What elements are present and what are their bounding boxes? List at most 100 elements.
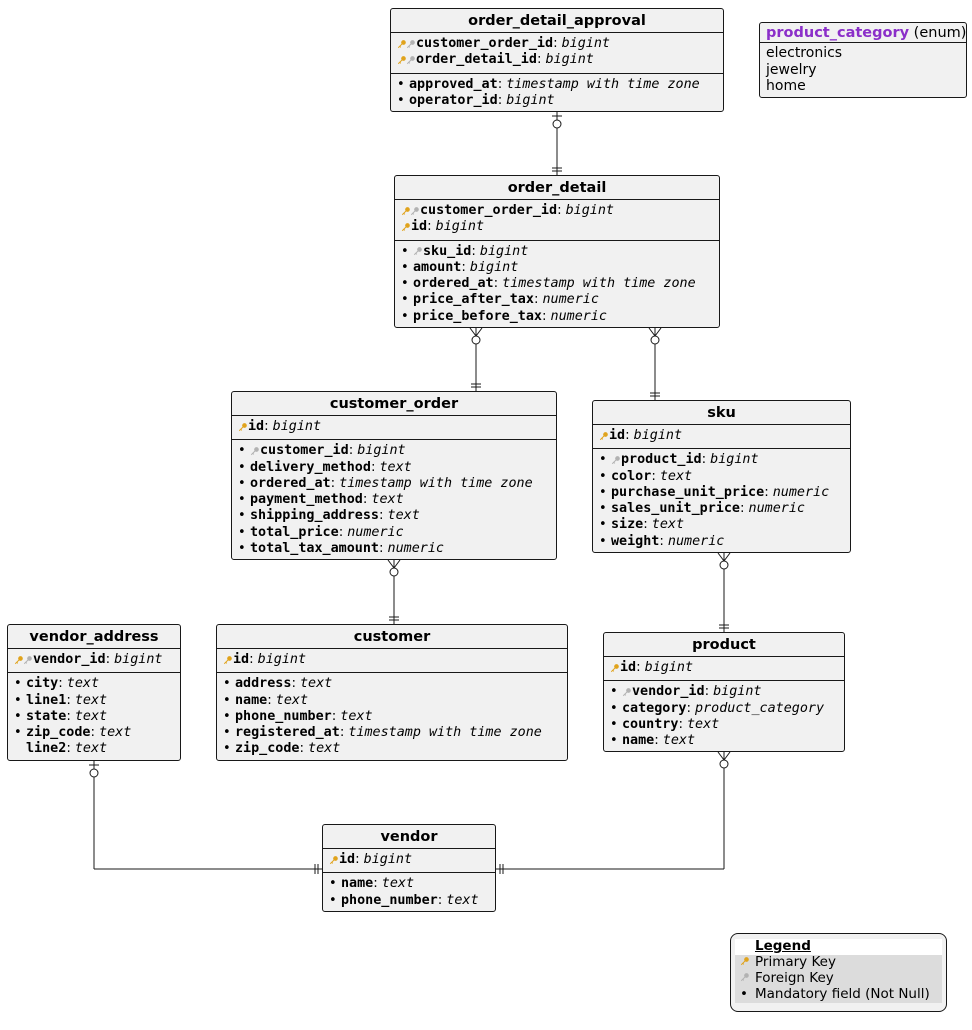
field-name: color: [611, 468, 652, 484]
key-section: id:bigint: [232, 416, 556, 441]
field-row: •delivery_method:text: [238, 459, 412, 475]
field-row: id:bigint: [599, 428, 844, 444]
zero-or-many-marker: [719, 560, 729, 570]
field-section: •address:text•name:text•phone_number:tex…: [217, 673, 567, 759]
field-row: •approved_at:timestamp with time zone: [397, 76, 700, 92]
foreign-key-icon: [406, 39, 415, 48]
field-row: •name:text: [223, 692, 309, 708]
field-type: bigint: [545, 52, 594, 68]
key-icons: [14, 655, 32, 665]
field-type: product_category: [695, 700, 825, 716]
foreign-key-icon: [250, 447, 259, 456]
field-name: id: [233, 652, 250, 667]
field-name: name: [341, 876, 374, 892]
field-type: timestamp with time zone: [502, 276, 696, 292]
enum-value: home: [766, 78, 806, 94]
crow-foot-marker: [654, 327, 662, 337]
key-icons: [611, 456, 620, 465]
field-type: text: [299, 676, 333, 692]
primary-key-icon: [401, 223, 410, 232]
enum-values: electronics jewelry home: [760, 43, 966, 97]
foreign-key-icon: [406, 56, 415, 65]
field-name: sku_id: [423, 243, 472, 259]
field-type: numeric: [772, 484, 830, 500]
field-name: amount: [413, 259, 462, 275]
field-name: delivery_method: [250, 459, 371, 475]
key-section: id:bigint: [323, 849, 495, 874]
enum-title: product_category (enum): [760, 23, 966, 43]
mandatory-bullet-icon: •: [14, 676, 22, 692]
crow-foot-marker: [717, 751, 725, 761]
field-name: ordered_at: [413, 276, 494, 292]
field-row: •address:text: [223, 676, 333, 692]
key-section: vendor_id:bigint: [8, 649, 180, 674]
field-type: bigint: [363, 852, 413, 867]
mandatory-bullet-icon: •: [238, 459, 246, 475]
entity-customer[interactable]: customer id:bigint •address:text•name:text…: [216, 624, 568, 761]
field-name: total_price: [250, 524, 339, 540]
field-name: weight: [611, 533, 660, 549]
field-type: bigint: [357, 443, 406, 459]
field-row: •sku_id:bigint: [401, 243, 529, 259]
field-row: •amount:bigint: [401, 259, 519, 275]
field-type: text: [275, 692, 309, 708]
mandatory-bullet-icon: •: [610, 684, 618, 700]
field-name: line1: [26, 692, 67, 708]
field-row: •name:text: [329, 876, 415, 892]
key-icons: [413, 247, 422, 256]
field-name: id: [609, 428, 626, 443]
field-name: vendor_id: [632, 684, 705, 700]
crow-foot-marker: [723, 552, 731, 562]
enum-name: product_category: [766, 25, 910, 41]
field-type: text: [66, 676, 100, 692]
field-name: customer_order_id: [416, 36, 554, 51]
field-type: text: [74, 708, 108, 724]
field-type: text: [340, 708, 373, 724]
enum-suffix: (enum): [913, 25, 967, 41]
field-row: •color:text: [599, 468, 693, 484]
field-row: id:bigint: [223, 652, 561, 668]
field-row: •vendor_id:bigint: [610, 684, 762, 700]
field-name: phone_number: [341, 892, 438, 908]
field-name: id: [620, 660, 637, 675]
field-name: ordered_at: [250, 475, 331, 491]
legend-title: Legend: [753, 939, 942, 955]
key-icons: [401, 206, 419, 216]
key-icons: [397, 39, 415, 49]
enum-product-category[interactable]: product_category (enum) electronics jewe…: [759, 22, 967, 98]
primary-key-icon: [238, 422, 247, 431]
field-type: text: [74, 741, 108, 757]
field-type: numeric: [667, 533, 725, 549]
entity-title: customer: [217, 625, 567, 649]
zero-or-one-marker: [552, 119, 562, 129]
mandatory-bullet-icon: •: [401, 243, 409, 259]
mandatory-bullet-icon: •: [223, 692, 231, 708]
field-row: •size:text: [599, 517, 685, 533]
zero-or-one-marker: [89, 768, 99, 778]
mandatory-bullet-icon: •: [238, 541, 246, 557]
mandatory-bullet-icon: •: [610, 733, 618, 749]
legend-item-primary-key: Primary Key: [735, 955, 942, 971]
primary-key-icon: [397, 56, 406, 65]
legend-label: Mandatory field (Not Null): [753, 987, 942, 1003]
field-row: •name:text: [610, 733, 696, 749]
mandatory-bullet-icon: •: [599, 468, 607, 484]
field-name: city: [26, 676, 59, 692]
key-icons: [622, 688, 631, 697]
foreign-key-icon: [622, 688, 631, 697]
mandatory-bullet-icon: •: [599, 452, 607, 468]
field-row: •registered_at:timestamp with time zone: [223, 725, 542, 741]
entity-title: product: [604, 633, 844, 657]
mandatory-bullet-icon: •: [238, 524, 246, 540]
field-name: line2: [26, 741, 67, 757]
field-name: approved_at: [409, 76, 498, 92]
